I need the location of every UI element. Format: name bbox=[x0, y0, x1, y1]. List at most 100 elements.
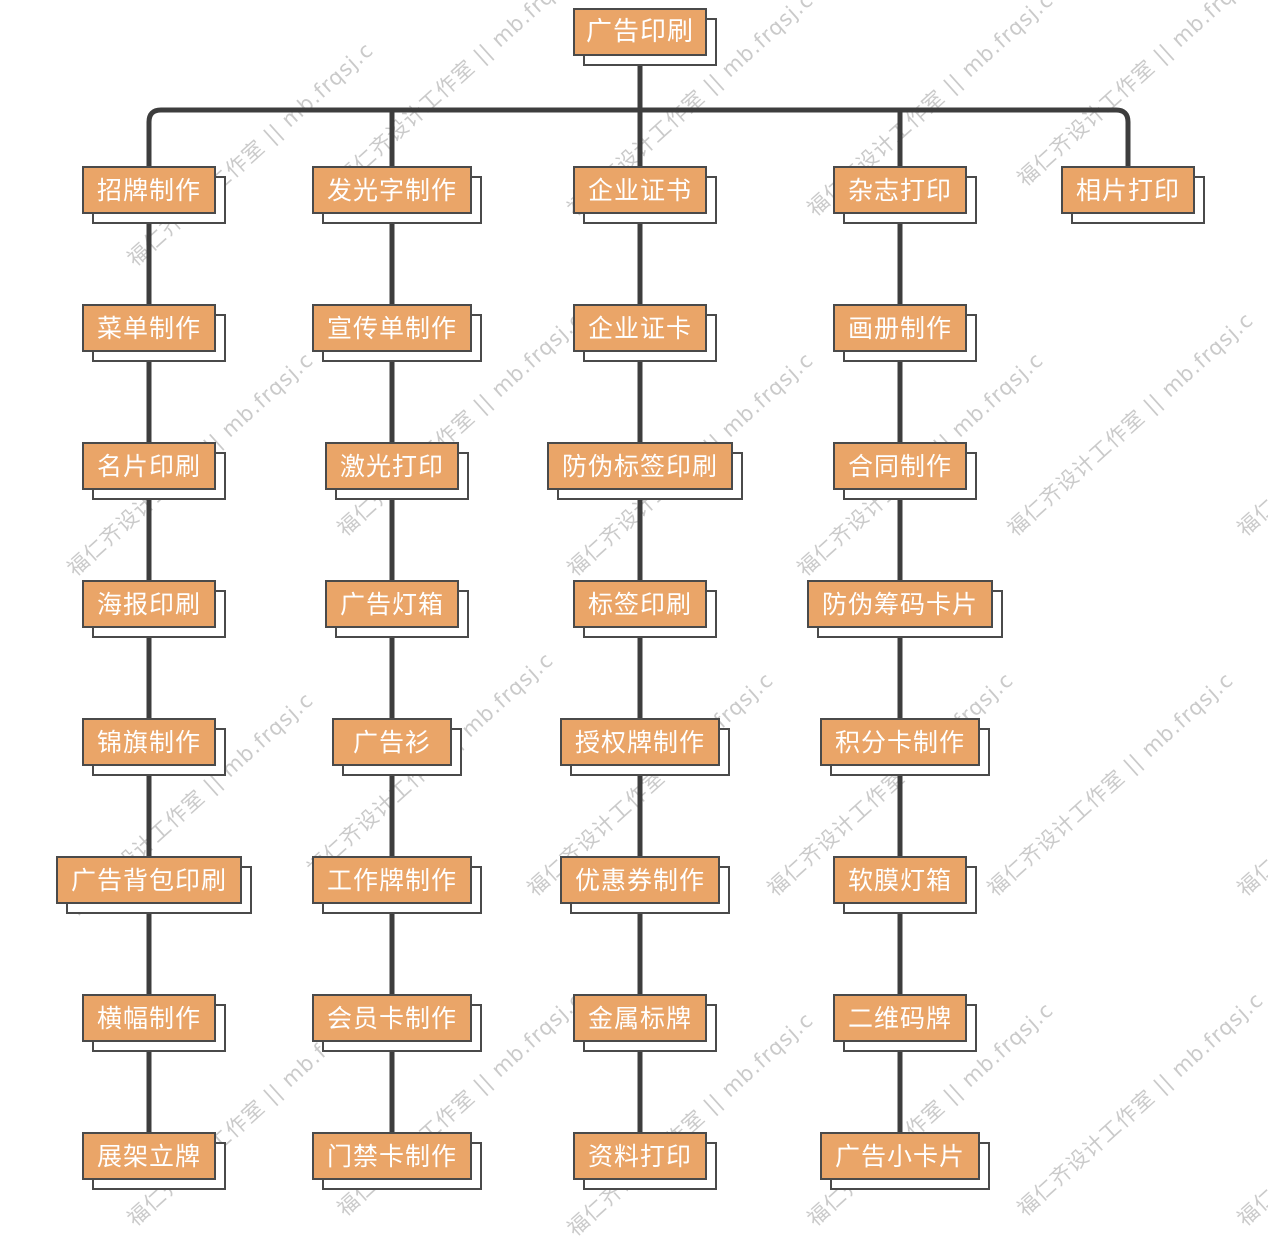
node-face: 菜单制作 bbox=[82, 304, 216, 352]
node-label: 展架立牌 bbox=[96, 1141, 201, 1171]
node-col-3-3[interactable]: 防伪标签印刷 bbox=[547, 442, 743, 500]
node-col-1-1[interactable]: 招牌制作 bbox=[82, 166, 226, 224]
node-label: 软膜灯箱 bbox=[847, 865, 952, 895]
node-label: 画册制作 bbox=[847, 313, 952, 343]
node-face: 广告背包印刷 bbox=[56, 856, 242, 904]
node-face: 门禁卡制作 bbox=[312, 1132, 472, 1180]
node-face: 防伪筹码卡片 bbox=[807, 580, 993, 628]
node-label: 宣传单制作 bbox=[326, 313, 457, 343]
node-label: 杂志打印 bbox=[847, 175, 952, 205]
node-col-3-7[interactable]: 金属标牌 bbox=[573, 994, 717, 1052]
node-col-1-6[interactable]: 广告背包印刷 bbox=[56, 856, 252, 914]
node-face: 广告衫 bbox=[332, 718, 452, 766]
node-root[interactable]: 广告印刷 bbox=[573, 8, 717, 66]
node-face: 展架立牌 bbox=[82, 1132, 216, 1180]
node-col-4-6[interactable]: 软膜灯箱 bbox=[833, 856, 977, 914]
node-face: 相片打印 bbox=[1061, 166, 1195, 214]
node-col-2-2[interactable]: 宣传单制作 bbox=[312, 304, 482, 362]
node-label: 企业证卡 bbox=[587, 313, 692, 343]
node-face: 广告印刷 bbox=[573, 8, 707, 56]
node-label: 会员卡制作 bbox=[326, 1003, 457, 1033]
node-label: 广告印刷 bbox=[585, 17, 694, 47]
node-label: 优惠券制作 bbox=[574, 865, 705, 895]
node-label: 标签印刷 bbox=[587, 589, 692, 619]
node-label: 资料打印 bbox=[587, 1141, 692, 1171]
node-label: 授权牌制作 bbox=[574, 727, 705, 757]
node-label: 招牌制作 bbox=[96, 175, 201, 205]
node-face: 二维码牌 bbox=[833, 994, 967, 1042]
node-label: 广告背包印刷 bbox=[70, 865, 227, 895]
node-face: 软膜灯箱 bbox=[833, 856, 967, 904]
node-col-4-3[interactable]: 合同制作 bbox=[833, 442, 977, 500]
node-face: 名片印刷 bbox=[82, 442, 216, 490]
node-label: 锦旗制作 bbox=[96, 727, 201, 757]
node-face: 标签印刷 bbox=[573, 580, 707, 628]
node-face: 激光打印 bbox=[325, 442, 459, 490]
node-col-4-4[interactable]: 防伪筹码卡片 bbox=[807, 580, 1003, 638]
node-col-2-7[interactable]: 会员卡制作 bbox=[312, 994, 482, 1052]
node-label: 积分卡制作 bbox=[834, 727, 965, 757]
node-face: 授权牌制作 bbox=[560, 718, 720, 766]
node-col-2-5[interactable]: 广告衫 bbox=[332, 718, 462, 776]
node-label: 广告小卡片 bbox=[834, 1141, 965, 1171]
node-label: 海报印刷 bbox=[96, 589, 201, 619]
node-label: 名片印刷 bbox=[96, 451, 201, 481]
node-face: 优惠券制作 bbox=[560, 856, 720, 904]
node-col-2-1[interactable]: 发光字制作 bbox=[312, 166, 482, 224]
node-col-3-1[interactable]: 企业证书 bbox=[573, 166, 717, 224]
node-label: 激光打印 bbox=[339, 451, 444, 481]
node-label: 发光字制作 bbox=[326, 175, 457, 205]
node-face: 企业证卡 bbox=[573, 304, 707, 352]
node-face: 资料打印 bbox=[573, 1132, 707, 1180]
node-label: 金属标牌 bbox=[587, 1003, 692, 1033]
node-face: 工作牌制作 bbox=[312, 856, 472, 904]
node-label: 门禁卡制作 bbox=[326, 1141, 457, 1171]
node-col-1-3[interactable]: 名片印刷 bbox=[82, 442, 226, 500]
node-col-2-8[interactable]: 门禁卡制作 bbox=[312, 1132, 482, 1190]
node-face: 会员卡制作 bbox=[312, 994, 472, 1042]
node-face: 积分卡制作 bbox=[820, 718, 980, 766]
node-col-3-5[interactable]: 授权牌制作 bbox=[560, 718, 730, 776]
node-col-3-6[interactable]: 优惠券制作 bbox=[560, 856, 730, 914]
node-col-4-7[interactable]: 二维码牌 bbox=[833, 994, 977, 1052]
node-col-4-8[interactable]: 广告小卡片 bbox=[820, 1132, 990, 1190]
node-face: 杂志打印 bbox=[833, 166, 967, 214]
node-label: 广告灯箱 bbox=[339, 589, 444, 619]
node-col-3-8[interactable]: 资料打印 bbox=[573, 1132, 717, 1190]
node-col-4-1[interactable]: 杂志打印 bbox=[833, 166, 977, 224]
node-label: 防伪标签印刷 bbox=[561, 451, 718, 481]
node-label: 合同制作 bbox=[847, 451, 952, 481]
node-col-1-4[interactable]: 海报印刷 bbox=[82, 580, 226, 638]
node-col-3-4[interactable]: 标签印刷 bbox=[573, 580, 717, 638]
node-face: 防伪标签印刷 bbox=[547, 442, 733, 490]
node-label: 企业证书 bbox=[587, 175, 692, 205]
node-col-1-7[interactable]: 横幅制作 bbox=[82, 994, 226, 1052]
node-label: 防伪筹码卡片 bbox=[821, 589, 978, 619]
node-col-1-8[interactable]: 展架立牌 bbox=[82, 1132, 226, 1190]
node-label: 菜单制作 bbox=[96, 313, 201, 343]
node-face: 发光字制作 bbox=[312, 166, 472, 214]
node-face: 合同制作 bbox=[833, 442, 967, 490]
node-col-1-2[interactable]: 菜单制作 bbox=[82, 304, 226, 362]
node-face: 画册制作 bbox=[833, 304, 967, 352]
node-col-5-1[interactable]: 相片打印 bbox=[1061, 166, 1205, 224]
node-face: 宣传单制作 bbox=[312, 304, 472, 352]
node-col-4-5[interactable]: 积分卡制作 bbox=[820, 718, 990, 776]
node-face: 海报印刷 bbox=[82, 580, 216, 628]
node-col-4-2[interactable]: 画册制作 bbox=[833, 304, 977, 362]
node-label: 相片打印 bbox=[1075, 175, 1180, 205]
node-col-3-2[interactable]: 企业证卡 bbox=[573, 304, 717, 362]
node-col-2-4[interactable]: 广告灯箱 bbox=[325, 580, 469, 638]
node-face: 企业证书 bbox=[573, 166, 707, 214]
node-col-2-6[interactable]: 工作牌制作 bbox=[312, 856, 482, 914]
node-label: 工作牌制作 bbox=[326, 865, 457, 895]
node-col-1-5[interactable]: 锦旗制作 bbox=[82, 718, 226, 776]
node-face: 广告小卡片 bbox=[820, 1132, 980, 1180]
node-label: 广告衫 bbox=[352, 727, 431, 757]
node-label: 横幅制作 bbox=[96, 1003, 201, 1033]
node-face: 横幅制作 bbox=[82, 994, 216, 1042]
node-col-2-3[interactable]: 激光打印 bbox=[325, 442, 469, 500]
